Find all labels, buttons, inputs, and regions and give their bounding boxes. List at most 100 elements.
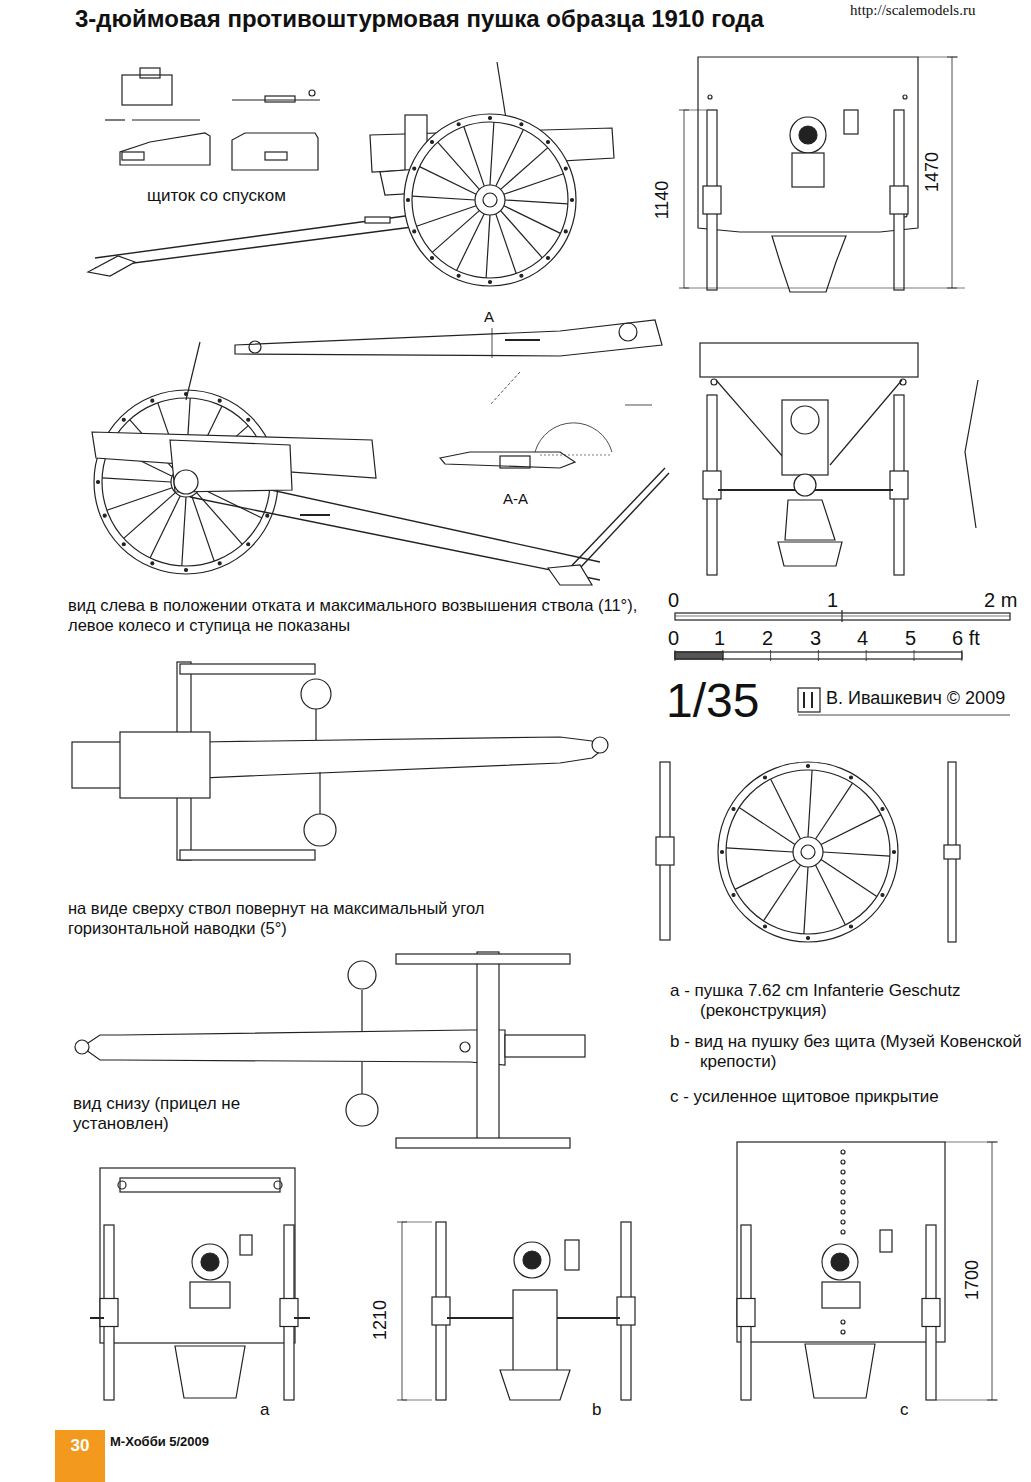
drawing-rect	[500, 456, 530, 468]
label-text: щиток со спуском	[147, 186, 286, 206]
label-text: М-Хобби 5/2009	[110, 1434, 209, 1450]
drawing-circle	[475, 185, 505, 215]
drawing-line	[107, 488, 172, 510]
drawing-line	[918, 57, 958, 58]
drawing-rect	[880, 1230, 892, 1252]
drawing-circle	[431, 141, 434, 144]
drawing-circle	[122, 543, 125, 546]
drawing-line	[726, 848, 793, 852]
drawing-line	[505, 200, 568, 204]
drawing-rect	[100, 1168, 295, 1343]
drawing-rect	[180, 664, 315, 674]
drawing-circle	[249, 341, 261, 353]
drawing-circle	[850, 776, 853, 779]
drawing-circle	[546, 141, 549, 144]
label-text: 0	[668, 626, 679, 650]
drawing-circle	[218, 562, 221, 565]
drawing-rect	[265, 96, 295, 102]
drawing-line	[95, 226, 420, 268]
drawing-rect	[505, 1035, 585, 1057]
label-text: А	[484, 308, 494, 326]
drawing-line	[804, 867, 808, 934]
drawing-line	[490, 372, 520, 405]
drawing-line	[186, 342, 200, 400]
drawing-line	[432, 211, 479, 253]
dimension-value: 1470	[922, 152, 944, 192]
label-text: http://scalemodels.ru	[847, 1, 978, 19]
label-text: 1/35	[666, 672, 759, 730]
drawing-shape	[500, 1370, 570, 1400]
drawing-line	[150, 496, 180, 558]
drawing-rect	[844, 110, 858, 134]
drawing-rect	[265, 152, 287, 160]
drawing-rect	[565, 1240, 579, 1270]
drawing-circle	[348, 961, 376, 989]
drawing-line	[464, 127, 484, 187]
drawing-line	[501, 211, 543, 258]
drawing-line	[560, 468, 665, 578]
drawing-circle	[301, 679, 331, 709]
dimension-value: 1700	[962, 1260, 984, 1300]
drawing-circle	[764, 925, 767, 928]
drawing-rect	[782, 400, 828, 475]
drawing-rect	[100, 1299, 118, 1327]
drawing-shape	[232, 133, 318, 170]
drawing-line	[420, 167, 477, 195]
drawing-circle	[309, 90, 315, 96]
drawing-line	[501, 148, 548, 190]
drawing-line	[361, 1062, 362, 1094]
drawing-circle	[247, 418, 250, 421]
page-number: 30	[71, 1436, 90, 1456]
drawing-line	[402, 1400, 432, 1401]
drawing-rect	[432, 1297, 450, 1325]
drawing-line	[625, 405, 652, 406]
drawing-circle	[304, 814, 336, 846]
drawing-line	[90, 1317, 104, 1319]
drawing-line	[457, 214, 485, 271]
drawing-circle	[266, 514, 269, 517]
drawing-circle	[412, 122, 568, 278]
label-text: вид слева в положении отката и максималь…	[68, 596, 658, 636]
drawing-line	[771, 779, 801, 839]
drawing-rect	[120, 1178, 280, 1192]
label-text: 2 m	[984, 588, 1017, 612]
drawing-circle	[407, 199, 410, 202]
drawing-circle	[489, 281, 492, 284]
drawing-circle	[118, 1181, 126, 1189]
label-text: b - вид на пушку без щита (Музей Ковенск…	[670, 1032, 1031, 1073]
drawing-circle	[841, 1330, 845, 1334]
drawing-rect	[798, 688, 820, 712]
drawing-line	[492, 328, 493, 358]
drawing-line	[866, 650, 867, 661]
drawing-circle	[489, 117, 492, 120]
drawing-rect	[703, 471, 721, 499]
drawing-circle	[841, 1220, 845, 1224]
line-art	[72, 57, 1010, 1400]
drawing-rect	[280, 1299, 298, 1327]
drawing-rect	[240, 1235, 252, 1255]
drawing-circle	[841, 1200, 845, 1204]
drawing-circle	[174, 470, 198, 494]
drawing-line	[684, 110, 706, 111]
drawing-circle	[764, 776, 767, 779]
drawing-line	[438, 142, 480, 189]
drawing-shape	[88, 256, 135, 276]
drawing-circle	[881, 894, 884, 897]
drawing-circle	[413, 167, 416, 170]
drawing-line	[992, 1142, 993, 1400]
drawing-rect	[890, 471, 908, 499]
drawing-circle	[799, 126, 817, 144]
drawing-line	[504, 206, 561, 234]
drawing-circle	[413, 230, 416, 233]
drawing-circle	[841, 1150, 845, 1154]
label-text: А-А	[503, 490, 528, 508]
drawing-circle	[708, 95, 712, 99]
drawing-circle	[346, 1094, 378, 1126]
drawing-line	[808, 770, 812, 837]
drawing-circle	[564, 167, 567, 170]
drawing-circle	[791, 406, 819, 434]
drawing-rect	[703, 186, 721, 214]
drawing-circle	[807, 937, 810, 940]
drawing-line	[816, 865, 846, 925]
